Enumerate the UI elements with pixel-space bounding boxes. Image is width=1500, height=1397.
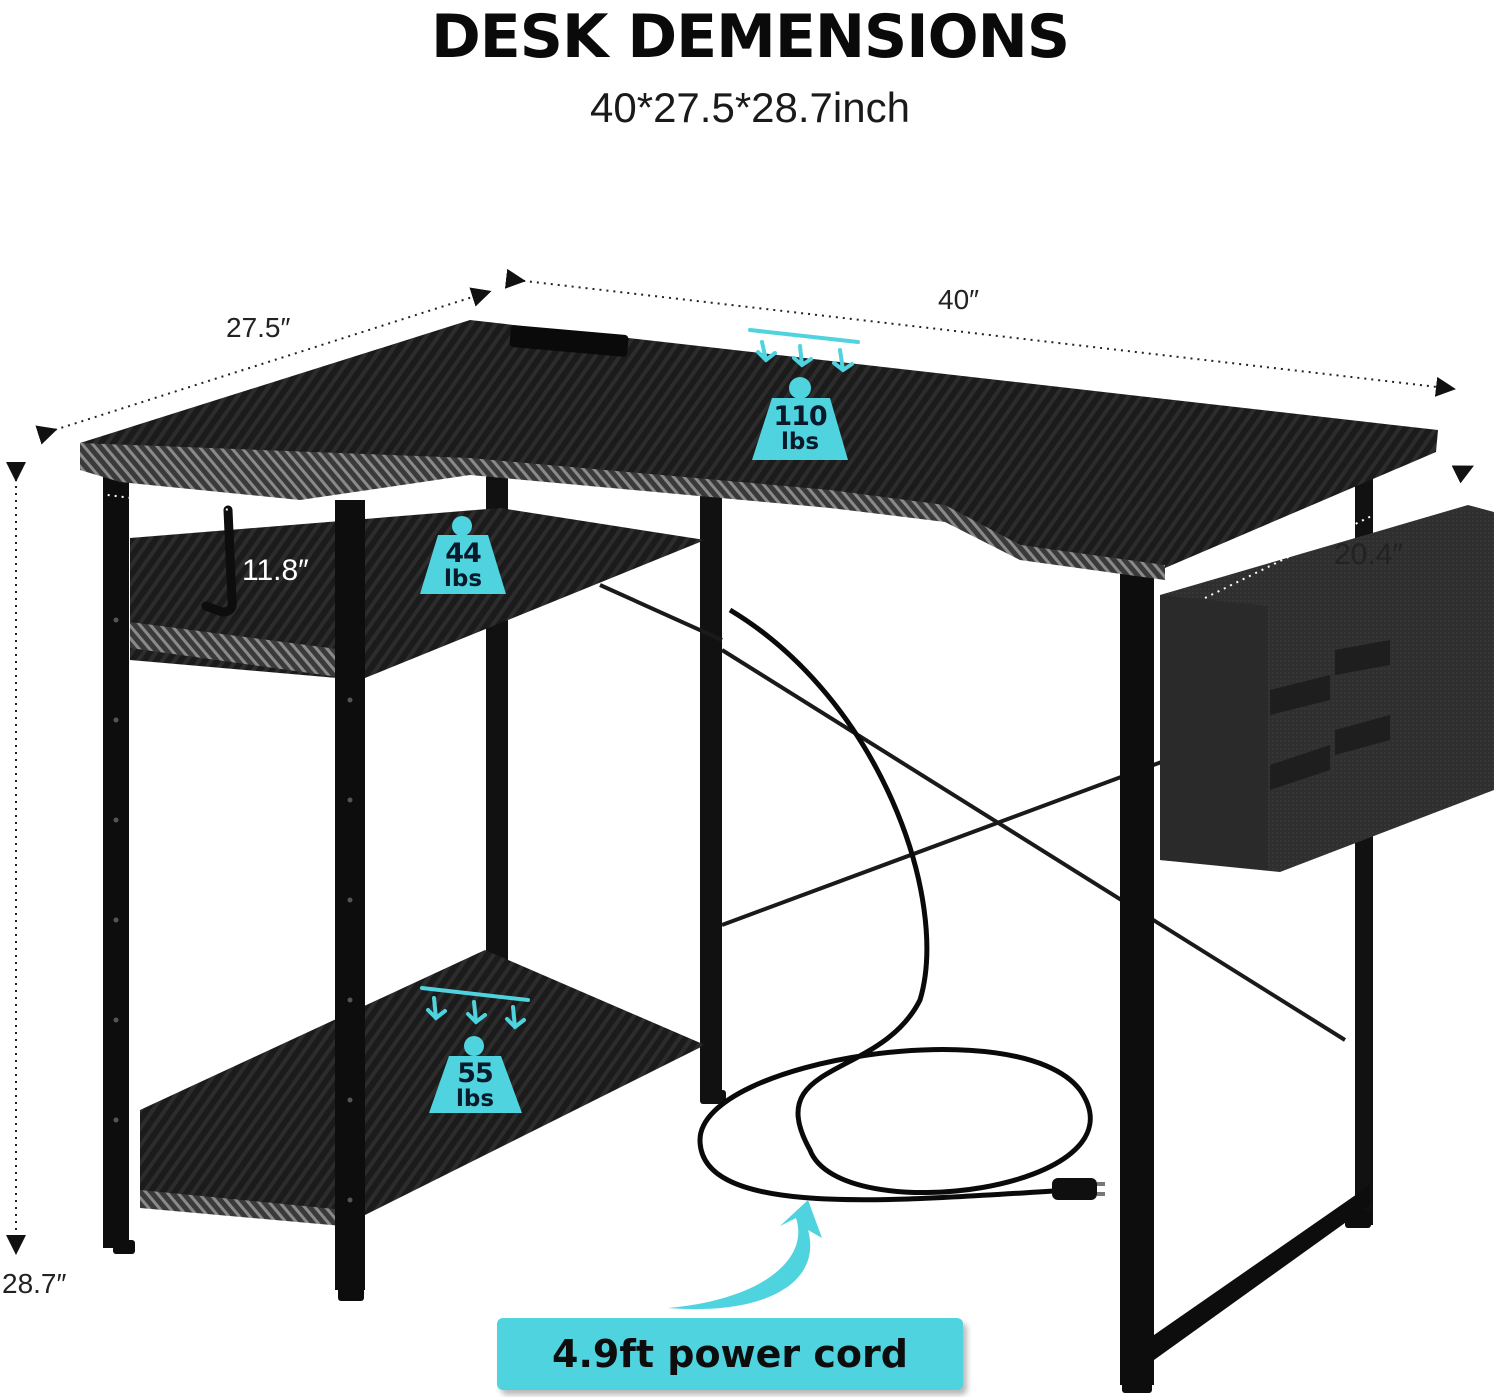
upper-shelf-capacity-badge: 44 lbs xyxy=(408,540,518,591)
capacity-unit: lbs xyxy=(455,1086,495,1112)
shelf-depth-label: 11.8″ xyxy=(242,554,309,587)
width-label: 40″ xyxy=(938,284,980,315)
depth-dimension-line xyxy=(35,287,492,445)
socket-panel xyxy=(509,325,629,357)
power-cord-label: 4.9ft power cord xyxy=(497,1318,963,1390)
capacity-value: 44 xyxy=(445,538,482,569)
desktop-capacity-badge: 110 lbs xyxy=(745,403,855,454)
plug-icon xyxy=(1052,1178,1105,1200)
lower-shelf-capacity-badge: 55 lbs xyxy=(420,1060,530,1111)
curved-arrow-icon xyxy=(668,1200,822,1310)
load-arrows-icon xyxy=(420,328,860,1030)
capacity-value: 55 xyxy=(457,1058,494,1089)
bag-width-label: 20.4″ xyxy=(1334,538,1404,571)
capacity-unit: lbs xyxy=(443,566,483,592)
headphone-hook-icon xyxy=(201,505,237,617)
power-cord xyxy=(697,607,1093,1203)
capacity-value: 110 xyxy=(773,401,827,432)
capacity-unit: lbs xyxy=(780,429,820,455)
overall-dimensions: 40*27.5*28.7inch xyxy=(590,84,910,131)
lower-shelf xyxy=(140,950,705,1228)
cross-brace xyxy=(599,583,1347,1042)
page-title: DESK DEMENSIONS xyxy=(430,2,1070,72)
height-label: 28.7″ xyxy=(2,1268,67,1299)
storage-bag xyxy=(1160,505,1494,872)
upper-shelf xyxy=(130,508,705,680)
weight-badge-icon xyxy=(420,377,848,1113)
leg-holes xyxy=(113,617,353,1203)
depth-label: 27.5″ xyxy=(226,312,291,343)
